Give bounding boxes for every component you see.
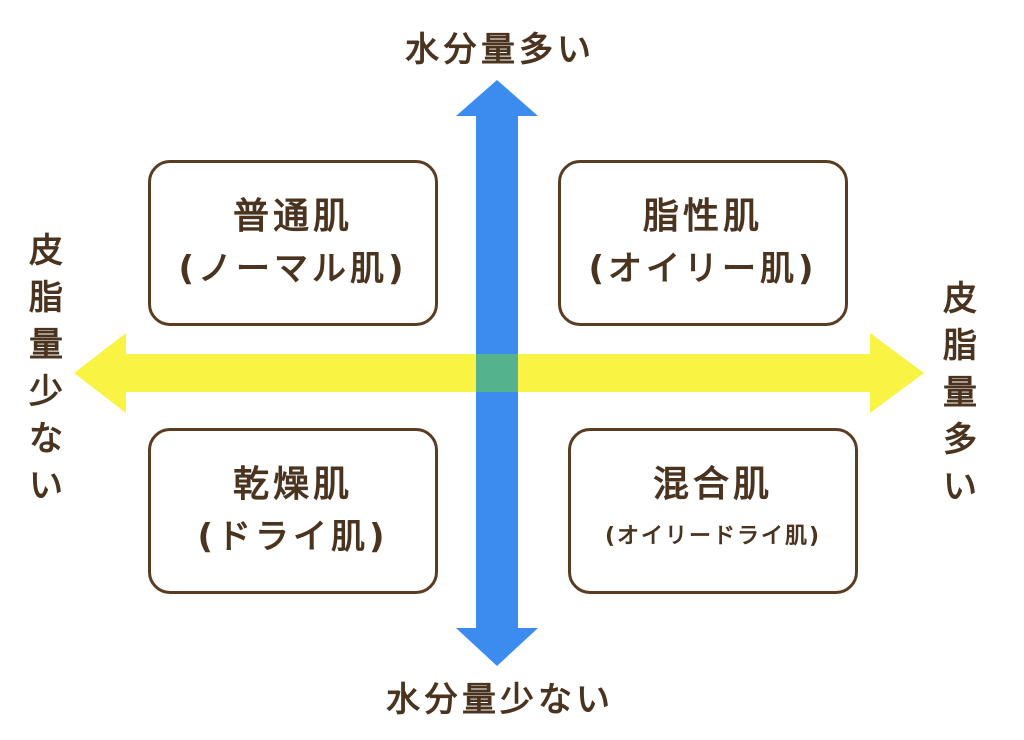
quadrant-oily-skin: 脂性肌 (オイリー肌) (558, 160, 848, 326)
quadrant-title: 混合肌 (652, 464, 773, 505)
axis-label-right: 皮脂量多い (943, 279, 977, 507)
axis-label-left: 皮脂量少ない (29, 231, 63, 506)
quadrant-title: 乾燥肌 (232, 464, 353, 505)
axes-intersection (476, 354, 518, 392)
quadrant-subtitle: (オイリー肌) (588, 249, 818, 289)
quadrant-subtitle: (ドライ肌) (197, 517, 389, 557)
quadrant-dry-skin: 乾燥肌 (ドライ肌) (148, 428, 438, 594)
axis-label-bottom: 水分量少ない (386, 680, 614, 720)
quadrant-title: 普通肌 (232, 196, 353, 237)
quadrant-normal-skin: 普通肌 (ノーマル肌) (148, 160, 438, 326)
quadrant-combination-skin: 混合肌 (オイリードライ肌) (568, 428, 858, 594)
quadrant-subtitle: (ノーマル肌) (178, 249, 408, 289)
axis-label-top: 水分量多い (405, 30, 595, 70)
quadrant-subtitle: (オイリードライ肌) (604, 524, 822, 549)
quadrant-title: 脂性肌 (642, 196, 763, 237)
